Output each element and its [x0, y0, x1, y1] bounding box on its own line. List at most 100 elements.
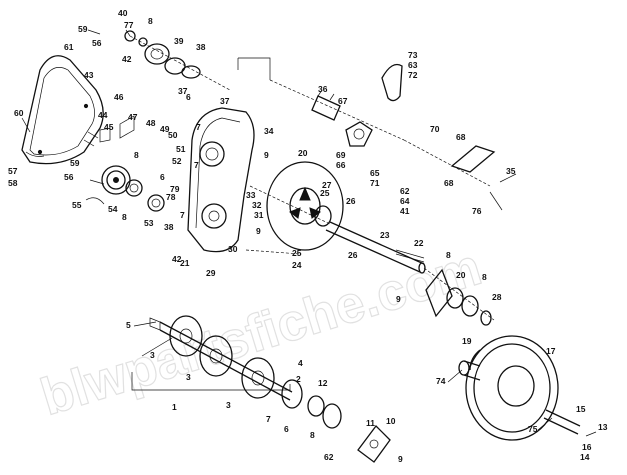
- callout-62b: 62: [324, 452, 334, 462]
- callout-20: 20: [298, 148, 308, 158]
- callout-37b: 37: [220, 96, 230, 106]
- callout-8f: 8: [310, 430, 315, 440]
- callout-61: 61: [64, 42, 74, 52]
- callout-49: 49: [160, 124, 170, 134]
- callout-9d: 9: [398, 454, 403, 464]
- callout-19: 19: [462, 336, 472, 346]
- callout-78: 78: [166, 192, 176, 202]
- callout-22: 22: [414, 238, 424, 248]
- callout-16: 16: [582, 442, 592, 452]
- callout-8d: 8: [446, 250, 451, 260]
- callout-13: 13: [598, 422, 608, 432]
- chaincase-cover: [21, 55, 104, 165]
- callout-46: 46: [114, 92, 124, 102]
- callout-24: 24: [292, 260, 302, 270]
- callout-74: 74: [436, 376, 446, 386]
- callout-3a: 3: [150, 350, 155, 360]
- top-bearing-stack: [124, 30, 231, 91]
- callout-37: 37: [178, 86, 188, 96]
- callout-34: 34: [264, 126, 274, 136]
- chaincase-housing: [187, 107, 255, 253]
- callout-21: 21: [180, 258, 190, 268]
- callout-67: 67: [338, 96, 348, 106]
- callout-30: 30: [228, 244, 238, 254]
- callout-32: 32: [252, 200, 262, 210]
- callout-56b: 56: [64, 172, 74, 182]
- driven-pulley: [266, 161, 344, 251]
- callout-6b: 6: [160, 172, 165, 182]
- leader-lines: [21, 29, 597, 437]
- callout-3c: 3: [226, 400, 231, 410]
- callout-59: 59: [78, 24, 88, 34]
- callout-9: 9: [264, 150, 269, 160]
- callout-54: 54: [108, 204, 118, 214]
- callout-62: 62: [400, 186, 410, 196]
- callout-76: 76: [472, 206, 482, 216]
- callout-57: 57: [8, 166, 18, 176]
- callout-35: 35: [506, 166, 516, 176]
- callout-8c: 8: [122, 212, 127, 222]
- callout-2: 2: [296, 374, 301, 384]
- callout-53: 53: [144, 218, 154, 228]
- callout-42: 42: [122, 54, 132, 64]
- callout-26b: 26: [348, 250, 358, 260]
- callout-44: 44: [98, 110, 108, 120]
- callout-58: 58: [8, 178, 18, 188]
- bearing-flange-69: [345, 121, 373, 147]
- callout-72: 72: [408, 70, 418, 80]
- shaft-bearing-group: [281, 379, 391, 463]
- upper-sprocket: [101, 165, 131, 195]
- callout-79: 79: [170, 184, 180, 194]
- callout-65: 65: [370, 168, 380, 178]
- watermark-text: blwpartsfiche.com: [34, 238, 488, 427]
- callout-10: 10: [386, 416, 396, 426]
- callout-66: 66: [336, 160, 346, 170]
- callout-6c: 6: [284, 424, 289, 434]
- callout-43: 43: [84, 70, 94, 80]
- callout-55: 55: [72, 200, 82, 210]
- callout-47: 47: [128, 112, 138, 122]
- callout-64: 64: [400, 196, 410, 206]
- drive-shaft-bracket: [131, 372, 291, 391]
- callout-52: 52: [172, 156, 182, 166]
- callout-56: 56: [92, 38, 102, 48]
- callout-11: 11: [366, 418, 375, 428]
- callout-6: 6: [186, 92, 191, 102]
- callout-31: 31: [254, 210, 264, 220]
- callout-23: 23: [380, 230, 390, 240]
- pulley-hub-27: [314, 205, 332, 227]
- callout-33: 33: [246, 190, 256, 200]
- callout-4: 4: [298, 358, 303, 368]
- callout-48: 48: [146, 118, 156, 128]
- countershaft: [249, 185, 426, 274]
- callout-73: 73: [408, 50, 418, 60]
- bearing-53: [147, 194, 165, 212]
- spacer-74: [458, 360, 481, 381]
- callout-15: 15: [576, 404, 586, 414]
- callout-8e: 8: [482, 272, 487, 282]
- callout-39: 39: [174, 36, 184, 46]
- callout-8: 8: [148, 16, 153, 26]
- callout-77: 77: [124, 20, 134, 30]
- callout-70: 70: [430, 124, 440, 134]
- arm-73: [381, 63, 403, 102]
- brake-disc: [465, 335, 559, 441]
- callout-7: 7: [196, 122, 201, 132]
- callout-60: 60: [14, 108, 24, 118]
- callout-36: 36: [318, 84, 328, 94]
- alignment-lines: [237, 57, 491, 255]
- callout-12: 12: [318, 378, 328, 388]
- callout-59b: 59: [70, 158, 80, 168]
- callout-75: 75: [528, 424, 538, 434]
- callout-26: 26: [346, 196, 356, 206]
- callout-9c: 9: [396, 294, 401, 304]
- callout-7d: 7: [266, 414, 271, 424]
- callout-50: 50: [168, 130, 178, 140]
- callout-41: 41: [400, 206, 410, 216]
- callout-42b: 42: [172, 254, 182, 264]
- callout-38b: 38: [164, 222, 174, 232]
- callout-17: 17: [546, 346, 556, 356]
- callout-63: 63: [408, 60, 418, 70]
- right-bearing-group: [423, 267, 495, 326]
- lower-sprocket: [125, 179, 143, 197]
